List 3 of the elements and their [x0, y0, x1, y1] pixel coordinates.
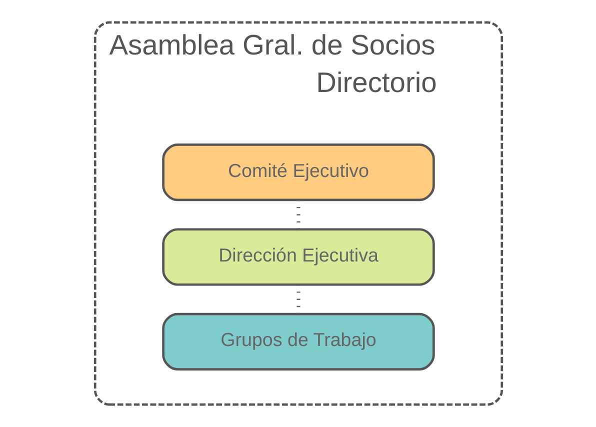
node-box: Grupos de Trabajo: [162, 312, 434, 370]
node-box: Dirección Ejecutiva: [162, 228, 434, 286]
node-box: Comité Ejecutivo: [162, 144, 434, 202]
